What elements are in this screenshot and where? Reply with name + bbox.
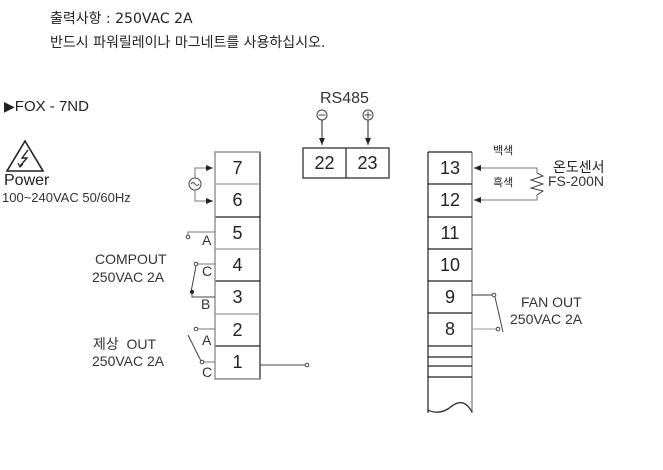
compout-contact-a: A bbox=[202, 232, 212, 248]
relay-instruction-note: 반드시 파워릴레이나 마그네트를 사용하십시오. bbox=[50, 35, 326, 51]
fan-out-contacts bbox=[472, 292, 504, 333]
terminal-22: 22 bbox=[314, 152, 335, 173]
power-spec: 100~240VAC 50/60Hz bbox=[2, 190, 131, 205]
terminal-23: 23 bbox=[357, 152, 378, 173]
terminal-1: 1 bbox=[232, 352, 243, 372]
defrost-contact-c: C bbox=[202, 364, 213, 380]
terminal-11: 11 bbox=[440, 222, 460, 243]
power-wires bbox=[194, 165, 213, 204]
compout-contacts bbox=[185, 231, 215, 298]
model-name: FOX - 7ND bbox=[14, 98, 89, 115]
rs485-connector bbox=[302, 109, 390, 179]
terminal-6: 6 bbox=[232, 190, 243, 210]
power-label: Power bbox=[4, 172, 50, 189]
compout-contact-c: C bbox=[202, 263, 213, 279]
break-wave bbox=[427, 402, 473, 413]
terminal-2: 2 bbox=[232, 319, 243, 340]
compout-contact-b: B bbox=[201, 296, 211, 312]
terminal-7: 7 bbox=[232, 157, 243, 178]
terminal-12: 12 bbox=[439, 190, 461, 210]
right-terminal-block bbox=[427, 151, 473, 413]
sensor-wiring bbox=[474, 165, 545, 203]
triangle-right-icon: ▶ bbox=[4, 98, 15, 114]
fan-out-spec: 250VAC 2A bbox=[510, 311, 583, 327]
sensor-model-label: FS-200N bbox=[548, 173, 605, 189]
terminal-3: 3 bbox=[232, 287, 243, 307]
defrost-out-spec: 250VAC 2A bbox=[92, 353, 165, 369]
terminal-10: 10 bbox=[439, 254, 461, 275]
sensor-wire-black-label: 흑색 bbox=[493, 176, 514, 189]
fan-out-label: FAN OUT bbox=[521, 294, 582, 310]
thermistor-icon bbox=[529, 172, 545, 196]
high-voltage-warning-icon bbox=[5, 139, 45, 172]
sensor-wire-white-label: 백색 bbox=[493, 144, 514, 157]
defrost-contact-a: A bbox=[202, 332, 212, 348]
terminal-4: 4 bbox=[232, 254, 243, 275]
output-spec-note: 출력사항 : 250VAC 2A bbox=[50, 11, 193, 27]
terminal-9: 9 bbox=[444, 286, 455, 307]
defrost-out-label: 제상 OUT bbox=[93, 336, 157, 352]
terminal-8: 8 bbox=[444, 319, 455, 339]
ac-source-icon bbox=[188, 177, 202, 191]
temperature-sensor-label: 온도센서 bbox=[553, 160, 605, 176]
terminal-5: 5 bbox=[232, 222, 243, 243]
left-terminal-block bbox=[214, 151, 261, 380]
rs485-label: RS485 bbox=[320, 90, 369, 107]
defrost-out-contacts bbox=[187, 326, 310, 368]
terminal-13: 13 bbox=[439, 157, 461, 178]
compout-spec: 250VAC 2A bbox=[92, 269, 165, 285]
model-title: ▶FOX - 7ND bbox=[4, 98, 89, 115]
compout-label: COMPOUT bbox=[95, 251, 167, 267]
